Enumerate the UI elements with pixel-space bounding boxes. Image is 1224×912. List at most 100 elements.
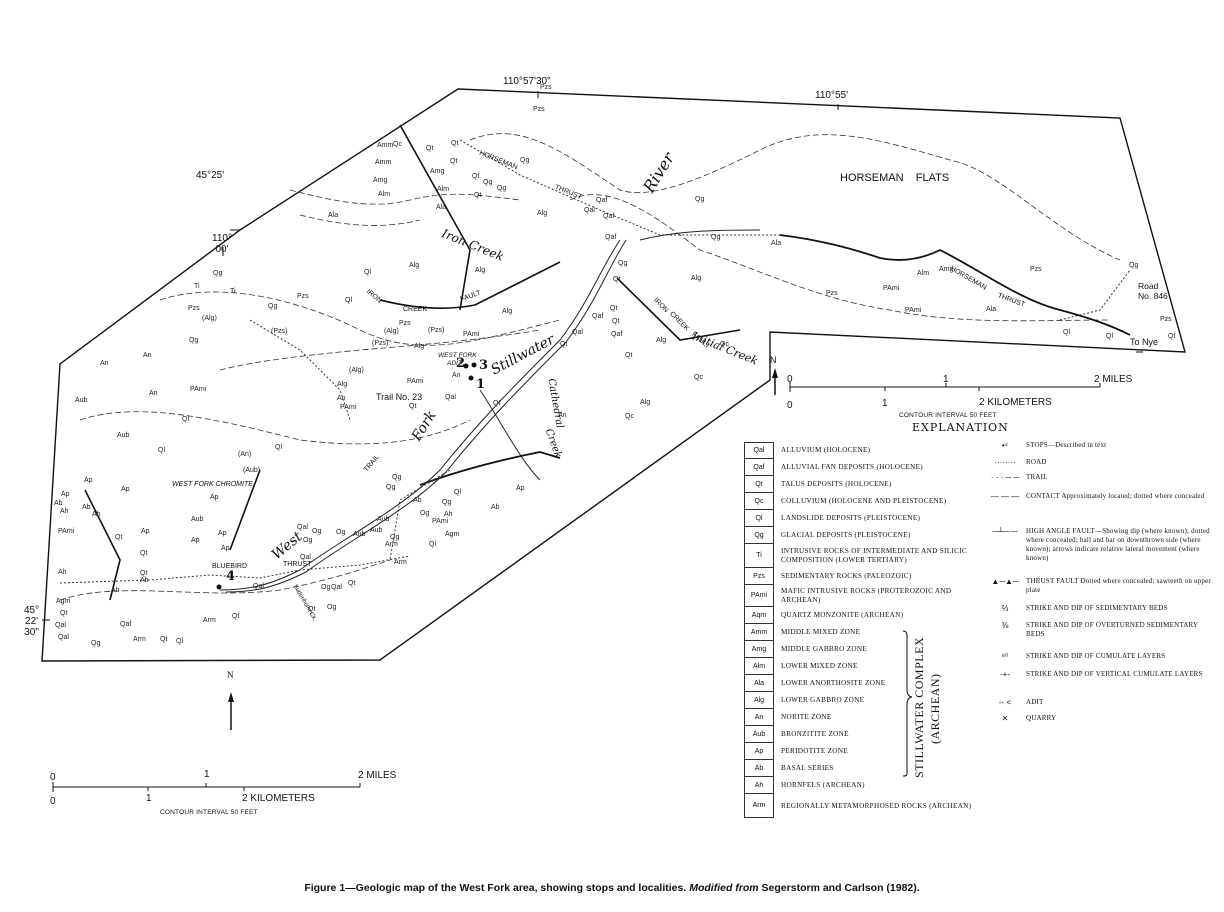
adit-label: WEST FORK bbox=[438, 352, 477, 359]
legend-symbol-icon: -- < bbox=[998, 698, 1012, 707]
unit-description: GLACIAL DEPOSITS (PLEISTOCENE) bbox=[781, 531, 911, 539]
trail-label: Trail No. 23 bbox=[376, 392, 423, 402]
map-boundary bbox=[41, 88, 1186, 662]
map-unit-label: Ala bbox=[771, 240, 782, 247]
map-unit-label: Qal bbox=[300, 554, 311, 561]
fault-label: CREEK bbox=[403, 306, 428, 313]
unit-code-box: PAmi bbox=[744, 585, 774, 607]
legend-symbol-label: STRIKE AND DIP OF OVERTURNED SEDIMENTARY… bbox=[1026, 621, 1198, 638]
map-unit-label: Ql bbox=[182, 416, 189, 423]
map-unit-label: Qt bbox=[160, 636, 168, 643]
road-label: No. 846 bbox=[1138, 291, 1168, 301]
map-unit-label: Ab bbox=[54, 500, 63, 507]
unit-description: TALUS DEPOSITS (HOLOCENE) bbox=[781, 480, 892, 488]
unit-description: BASAL SERIES bbox=[781, 764, 834, 772]
fault-label: THRUST bbox=[283, 561, 312, 568]
map-unit-label: Og bbox=[303, 537, 313, 544]
unit-description: SEDIMENTARY ROCKS (PALEOZOIC) bbox=[781, 572, 912, 580]
unit-code-box: Qaf bbox=[744, 459, 774, 476]
map-unit-label: Qg bbox=[497, 185, 507, 192]
map-unit-label: PAmi bbox=[463, 331, 480, 338]
legend-symbol-row: — — —CONTACT Approximately located; dott… bbox=[984, 492, 1216, 501]
map-unit-label: Pzs bbox=[826, 290, 838, 297]
map-unit-label: Qaf bbox=[120, 621, 132, 628]
map-unit-label: Pzs bbox=[399, 320, 411, 327]
map-unit-label: Aub bbox=[377, 516, 390, 523]
map-unit-label: Pzs bbox=[297, 293, 309, 300]
map-unit-label: Alm bbox=[437, 186, 450, 193]
map-unit-label: Pzs bbox=[188, 305, 200, 312]
contour-interval: CONTOUR INTERVAL 50 FEET bbox=[899, 412, 997, 419]
unit-code-box: Amm bbox=[744, 624, 774, 641]
map-unit-label: Ah bbox=[140, 577, 149, 584]
map-unit-label: (Alg) bbox=[384, 328, 399, 335]
map-unit-label: (Aub) bbox=[243, 467, 261, 474]
map-unit-label: Qg bbox=[386, 484, 396, 491]
legend-symbol-row: -- <ADIT bbox=[984, 698, 1216, 707]
mine-label: WEST FORK CHROMITE bbox=[172, 481, 253, 488]
map-unit-label: Aub bbox=[75, 397, 88, 404]
map-unit-label: Ah bbox=[111, 587, 120, 594]
caption-source: Segerstorm and Carlson (1982). bbox=[761, 882, 920, 894]
map-unit-label: (Pzs) bbox=[428, 327, 445, 334]
map-unit-label: Qc bbox=[393, 141, 402, 148]
map-unit-label: An bbox=[558, 412, 567, 419]
unit-description: MAFIC INTRUSIVE ROCKS (PROTEROZOIC AND A… bbox=[781, 587, 952, 604]
map-unit-label: Ql bbox=[364, 269, 371, 276]
coord-line: 30" bbox=[24, 627, 39, 638]
legend-symbol-icon: · · · ─ ─ bbox=[990, 473, 1020, 482]
map-unit-label: Qt bbox=[610, 305, 618, 312]
unit-description: PERIDOTITE ZONE bbox=[781, 747, 848, 755]
map-unit-label: Amm bbox=[375, 159, 392, 166]
map-unit-label: Ap bbox=[221, 545, 230, 552]
map-unit-label: Og bbox=[321, 584, 331, 591]
map-unit-label: PAmi bbox=[340, 404, 357, 411]
unit-description: MIDDLE MIXED ZONE bbox=[781, 628, 861, 636]
map-unit-label: Qc bbox=[720, 341, 729, 348]
legend-symbol-label: STRIKE AND DIP OF CUMULATE LAYERS bbox=[1026, 652, 1166, 660]
unit-description: QUARTZ MONZONITE (ARCHEAN) bbox=[781, 611, 904, 619]
unit-code-box: Pzs bbox=[744, 568, 774, 585]
map-unit-label: Ql bbox=[1063, 329, 1070, 336]
legend-symbol-label: HIGH ANGLE FAULT—Showing dip (where know… bbox=[1026, 527, 1210, 562]
scale-tick-label: 0 bbox=[50, 772, 56, 783]
map-unit-label: Qt bbox=[625, 352, 633, 359]
map-unit-label: Qt bbox=[1168, 333, 1176, 340]
map-unit-label: Ap bbox=[516, 485, 525, 492]
map-unit-label: Qaf bbox=[592, 313, 604, 320]
map-unit-label: Ala bbox=[328, 212, 339, 219]
unit-description: HORNFELS (ARCHEAN) bbox=[781, 781, 865, 789]
scale-tick-label: 1 bbox=[146, 793, 152, 804]
map-unit-label: Qal bbox=[58, 634, 69, 641]
scale-tick-label: 2 KILOMETERS bbox=[242, 793, 315, 804]
map-unit-label: Ql bbox=[275, 444, 282, 451]
map-unit-label: Qg bbox=[213, 270, 223, 277]
stop-marker: 2 bbox=[456, 356, 466, 371]
unit-description: LANDSLIDE DEPOSITS (PLEISTOCENE) bbox=[781, 514, 921, 522]
place-horseman-flats: HORSEMAN FLATS bbox=[840, 172, 950, 184]
map-unit-label: Pzs bbox=[1160, 316, 1172, 323]
map-unit-label: Ah bbox=[444, 511, 453, 518]
map-unit-label: Og bbox=[327, 604, 337, 611]
contour-interval: CONTOUR INTERVAL 50 FEET bbox=[160, 809, 258, 816]
legend-symbol-label: CONTACT Approximately located; dotted wh… bbox=[1026, 492, 1205, 500]
map-unit-label: Arm bbox=[394, 559, 407, 566]
map-unit-label: Alg bbox=[502, 308, 513, 315]
legend-symbol-label: STRIKE AND DIP OF SEDIMENTARY BEDS bbox=[1026, 604, 1168, 612]
unit-code-box: Alg bbox=[744, 692, 774, 709]
scale-tick-label: 0 bbox=[50, 796, 56, 807]
legend-symbol-icon: ✕ bbox=[1001, 714, 1009, 723]
map-unit-label: Qt bbox=[115, 534, 123, 541]
map-unit-label: (Pzs) bbox=[271, 328, 288, 335]
map-unit-label: Qg bbox=[695, 196, 705, 203]
unit-description: INTRUSIVE ROCKS OF INTERMEDIATE AND SILI… bbox=[781, 547, 967, 564]
map-unit-label: Qt bbox=[232, 613, 240, 620]
